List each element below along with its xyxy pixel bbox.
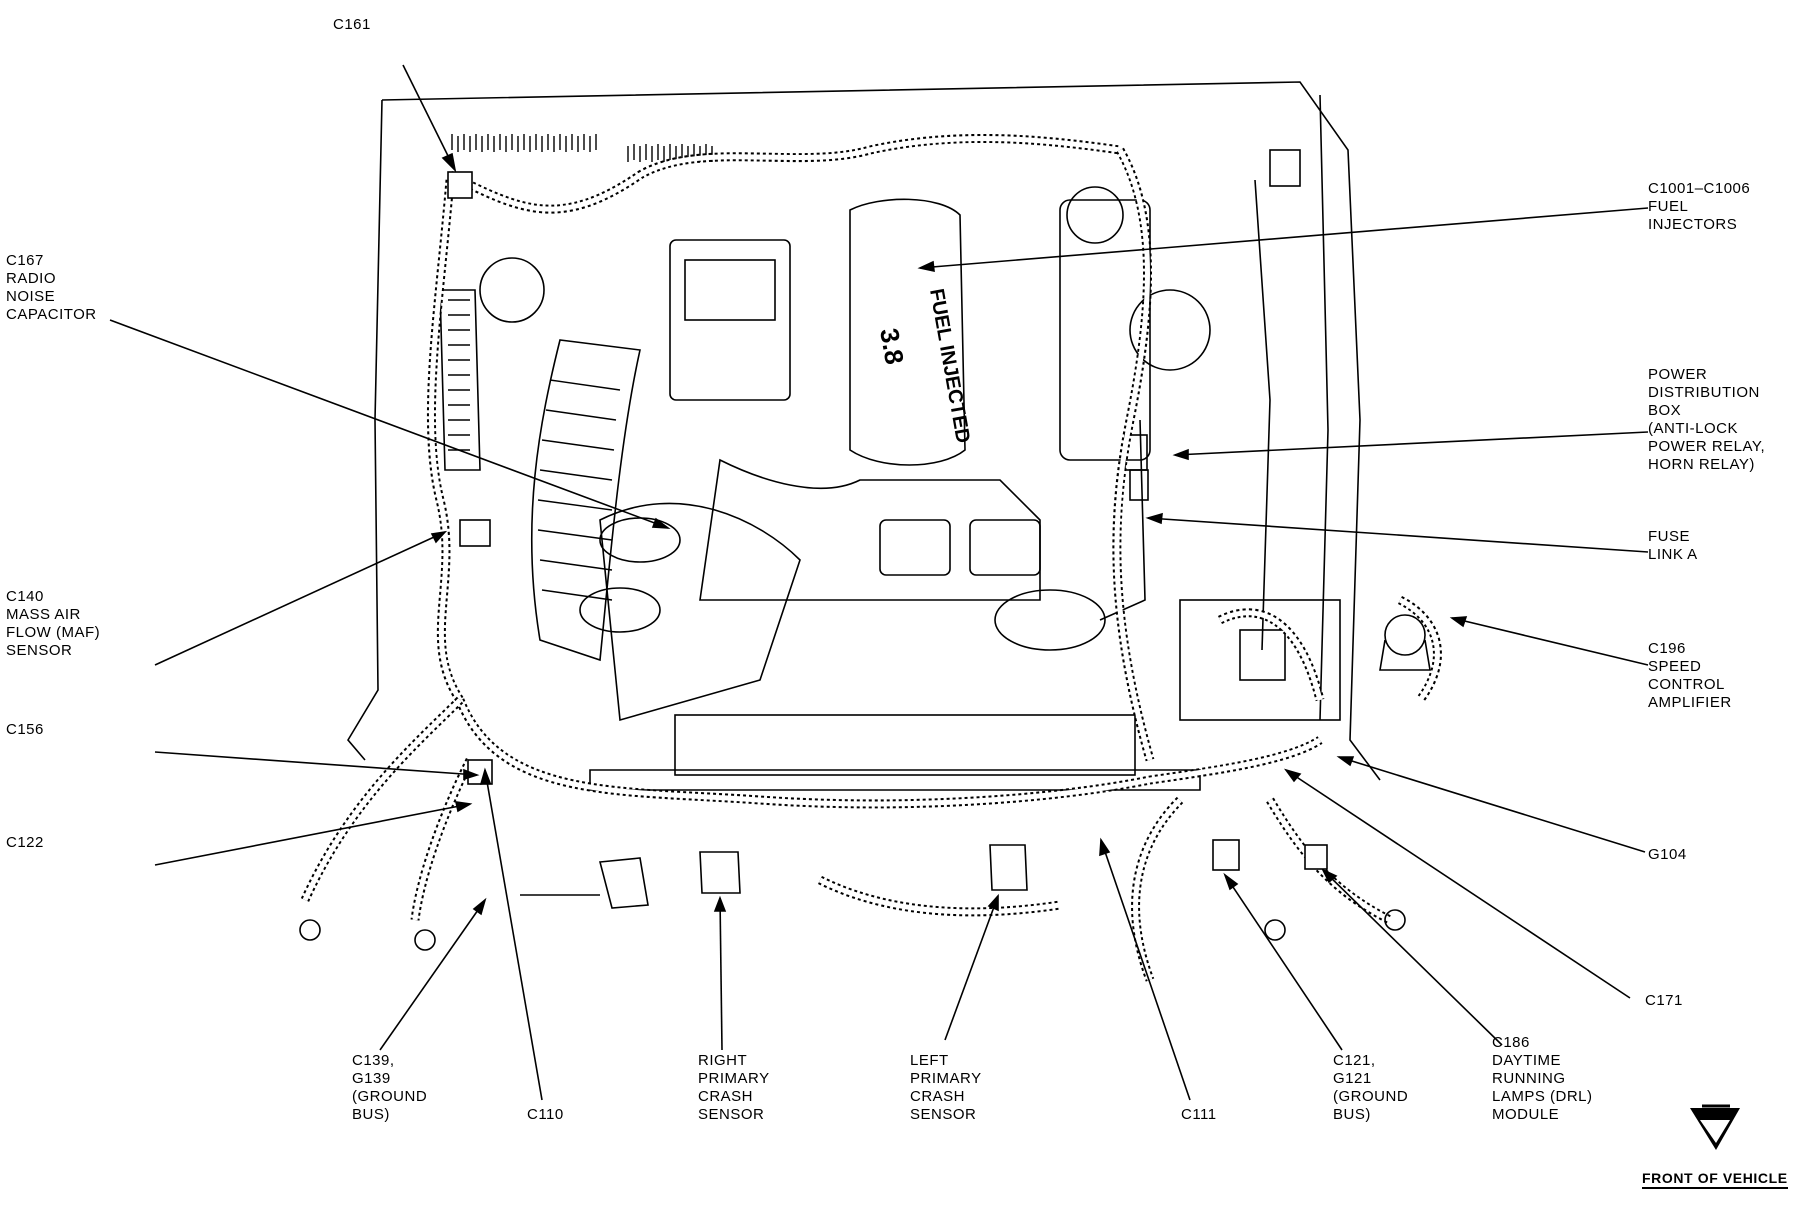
label-c110: C110 xyxy=(527,1106,564,1124)
engine-marking: FUEL INJECTED xyxy=(925,287,974,445)
label-c140: C140 MASS AIR FLOW (MAF) SENSOR xyxy=(6,588,100,660)
engine-block: FUEL INJECTED 3.8 xyxy=(579,198,1211,722)
label-line: FLOW (MAF) xyxy=(6,624,101,641)
label-c196: C196 SPEED CONTROL AMPLIFIER xyxy=(1648,640,1732,712)
leader-lines xyxy=(109,64,1649,1101)
label-line: PRIMARY xyxy=(698,1070,770,1087)
label-c121: C121, G121 (GROUND BUS) xyxy=(1333,1052,1408,1124)
label-line: G104 xyxy=(1648,846,1687,863)
label-line: G139 xyxy=(352,1070,391,1087)
crash-sensors xyxy=(520,844,1028,909)
label-line: FUSE xyxy=(1648,528,1691,545)
label-c186: C186 DAYTIME RUNNING LAMPS (DRL) MODULE xyxy=(1492,1034,1593,1124)
label-line: NOISE xyxy=(6,288,56,305)
label-line: BOX xyxy=(1648,402,1682,419)
label-line: PRIMARY xyxy=(910,1070,982,1087)
label-c122: C122 xyxy=(6,834,44,852)
label-line: POWER xyxy=(1648,366,1708,383)
connectors xyxy=(299,149,1431,951)
label-line: CRASH xyxy=(698,1088,754,1105)
air-intake-duct xyxy=(439,186,1124,662)
label-c111: C111 xyxy=(1181,1106,1217,1124)
label-line: C139, xyxy=(352,1052,395,1069)
label-line: HORN RELAY) xyxy=(1648,456,1755,473)
label-line: C167 xyxy=(6,252,44,269)
label-line: C1001–C1006 xyxy=(1648,180,1751,197)
label-line: G121 xyxy=(1333,1070,1372,1087)
label-right-crash-sensor: RIGHT PRIMARY CRASH SENSOR xyxy=(698,1052,770,1124)
label-line: SENSOR xyxy=(6,642,73,659)
label-line: DAYTIME xyxy=(1492,1052,1562,1069)
label-line: MASS AIR xyxy=(6,606,81,623)
radiator-support xyxy=(589,434,1341,791)
label-line: SPEED xyxy=(1648,658,1702,675)
label-fuel-injectors: C1001–C1006 FUEL INJECTORS xyxy=(1648,180,1750,234)
label-line: INJECTORS xyxy=(1648,216,1738,233)
grille-slats xyxy=(451,134,713,162)
label-c171: C171 xyxy=(1645,992,1683,1010)
label-line: SENSOR xyxy=(910,1106,977,1123)
front-of-vehicle-label: FRONT OF VEHICLE xyxy=(1642,1170,1788,1189)
label-line: LEFT xyxy=(910,1052,949,1069)
label-c167: C167 RADIO NOISE CAPACITOR xyxy=(6,252,97,324)
label-line: RUNNING xyxy=(1492,1070,1566,1087)
front-arrow-icon xyxy=(1690,1104,1740,1150)
label-line: CRASH xyxy=(910,1088,966,1105)
label-c139: C139, G139 (GROUND BUS) xyxy=(352,1052,427,1124)
label-line: BUS) xyxy=(352,1106,390,1123)
label-line: FUEL xyxy=(1648,198,1689,215)
label-line: CAPACITOR xyxy=(6,306,97,323)
label-line: AMPLIFIER xyxy=(1648,694,1732,711)
label-g104: G104 xyxy=(1648,846,1687,864)
label-fuse-link: FUSE LINK A xyxy=(1648,528,1698,564)
label-line: (GROUND xyxy=(352,1088,428,1105)
label-line: C186 xyxy=(1492,1034,1530,1051)
label-line: C171 xyxy=(1645,992,1683,1009)
label-line: C111 xyxy=(1181,1106,1217,1123)
label-line: LINK A xyxy=(1648,546,1698,563)
label-line: C140 xyxy=(6,588,44,605)
label-line: BUS) xyxy=(1333,1106,1371,1123)
label-c156: C156 xyxy=(6,721,44,739)
label-line: (ANTI-LOCK xyxy=(1648,420,1739,437)
label-line: MODULE xyxy=(1492,1106,1560,1123)
label-line: C156 xyxy=(6,721,44,738)
label-line: RADIO xyxy=(6,270,57,287)
wiring-harness xyxy=(300,133,1442,982)
label-line: C161 xyxy=(333,16,371,33)
engine-size: 3.8 xyxy=(874,326,910,367)
label-line: CONTROL xyxy=(1648,676,1725,693)
label-line: SENSOR xyxy=(698,1106,765,1123)
label-line: C196 xyxy=(1648,640,1686,657)
label-line: (GROUND xyxy=(1333,1088,1409,1105)
label-line: DISTRIBUTION xyxy=(1648,384,1760,401)
label-line: C110 xyxy=(527,1106,564,1123)
label-line: LAMPS (DRL) xyxy=(1492,1088,1593,1105)
label-line: RIGHT xyxy=(698,1052,748,1069)
label-power-distribution-box: POWER DISTRIBUTION BOX (ANTI-LOCK POWER … xyxy=(1648,366,1765,474)
label-line: C121, xyxy=(1333,1052,1376,1069)
label-line: POWER RELAY, xyxy=(1648,438,1766,455)
compartment-outline xyxy=(347,81,1381,781)
label-c161: C161 xyxy=(333,16,371,34)
label-line: C122 xyxy=(6,834,44,851)
label-left-crash-sensor: LEFT PRIMARY CRASH SENSOR xyxy=(910,1052,982,1124)
